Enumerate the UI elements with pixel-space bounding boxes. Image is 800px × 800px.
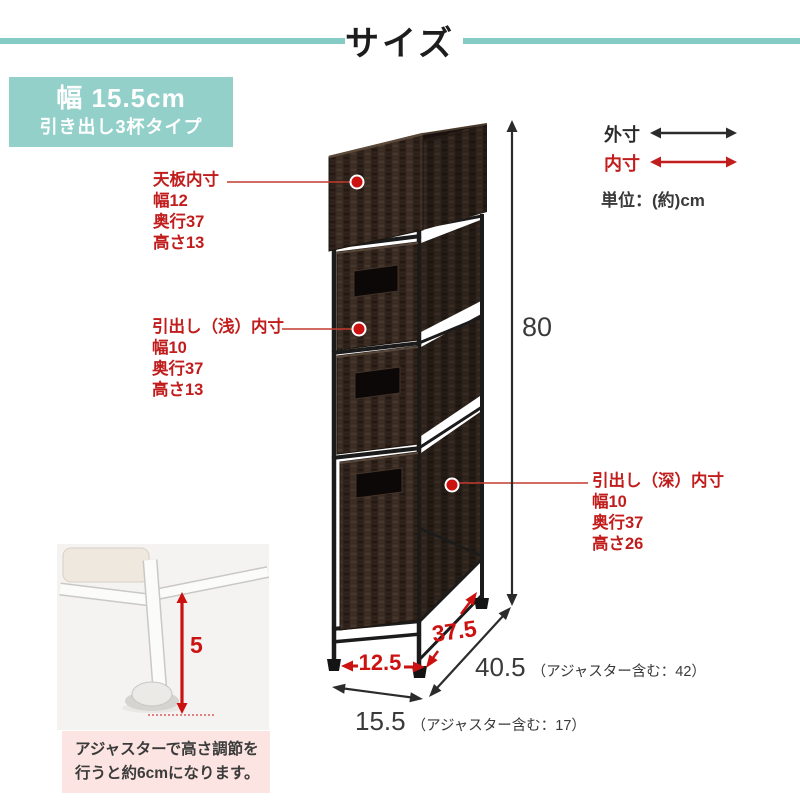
adjuster-height-arrow — [176, 592, 188, 714]
outer-dimension-legend-arrow — [650, 127, 737, 139]
annotation-title: 引出し（浅）内寸 — [152, 318, 284, 336]
page-title: サイズ — [345, 25, 455, 63]
adjuster-photo — [57, 544, 270, 730]
outer-depth-dimension-label: 40.5 （アジャスター含む：42） — [475, 652, 706, 682]
height-dimension-label: 80 — [522, 312, 553, 342]
adjuster-note: アジャスターで高さ調節を 行うと約6cmになります。 — [62, 731, 270, 793]
drawer-vent — [355, 467, 403, 499]
outer-depth-dimension-arrow — [429, 607, 511, 697]
white-basket-corner — [62, 547, 150, 583]
deep-drawer-dot — [444, 477, 460, 493]
top-basket — [328, 123, 488, 252]
legend-outer-label: 外寸 — [604, 125, 640, 145]
top-board-annotation: 天板内寸 幅12 奥行37 高さ13 — [153, 171, 219, 252]
shallow-drawer-annotation: 引出し（浅）内寸 幅10 奥行37 高さ13 — [152, 318, 284, 399]
badge-type: 引き出し3杯タイプ — [39, 117, 203, 137]
inner-dimension-legend-arrow — [650, 156, 737, 168]
title-divider-bars — [0, 38, 800, 44]
drawer-vent — [354, 366, 401, 400]
outer-width-dimension-arrow — [332, 683, 423, 703]
inner-width-dimension-label: 12.5 — [358, 650, 402, 675]
deep-drawer-annotation: 引出し（深）内寸 幅10 奥行37 高さ26 — [592, 472, 724, 553]
outer-depth-note: （アジャスター含む：42） — [531, 664, 706, 680]
inner-width-dimension-arrow — [341, 660, 425, 673]
unit-label: 単位：(約)cm — [601, 191, 705, 210]
adjuster-height-label: 5 — [190, 632, 203, 658]
outer-width-note: （アジャスター含む：17） — [411, 718, 586, 734]
shallow-drawer-2 — [336, 345, 419, 455]
height-dimension-arrow — [506, 120, 518, 606]
deep-drawer — [339, 451, 419, 631]
inner-depth-dimension-arrow — [426, 592, 477, 668]
size-badge: 幅 15.5cm 引き出し3杯タイプ — [9, 77, 233, 147]
annotation-title: 天板内寸 — [153, 171, 219, 189]
rack-illustration — [327, 123, 489, 678]
annotation-title: 引出し（深）内寸 — [592, 472, 724, 490]
shallow-drawer-1 — [336, 241, 419, 351]
annotation-leaders — [227, 174, 588, 493]
shallow-drawer-dot — [351, 321, 367, 337]
legend-inner-label: 内寸 — [604, 154, 640, 174]
drawer-vent — [353, 264, 399, 298]
badge-width: 幅 15.5cm — [56, 83, 186, 113]
top-board-dot — [349, 174, 365, 190]
outer-width-dimension-label: 15.5 （アジャスター含む：17） — [355, 706, 586, 736]
